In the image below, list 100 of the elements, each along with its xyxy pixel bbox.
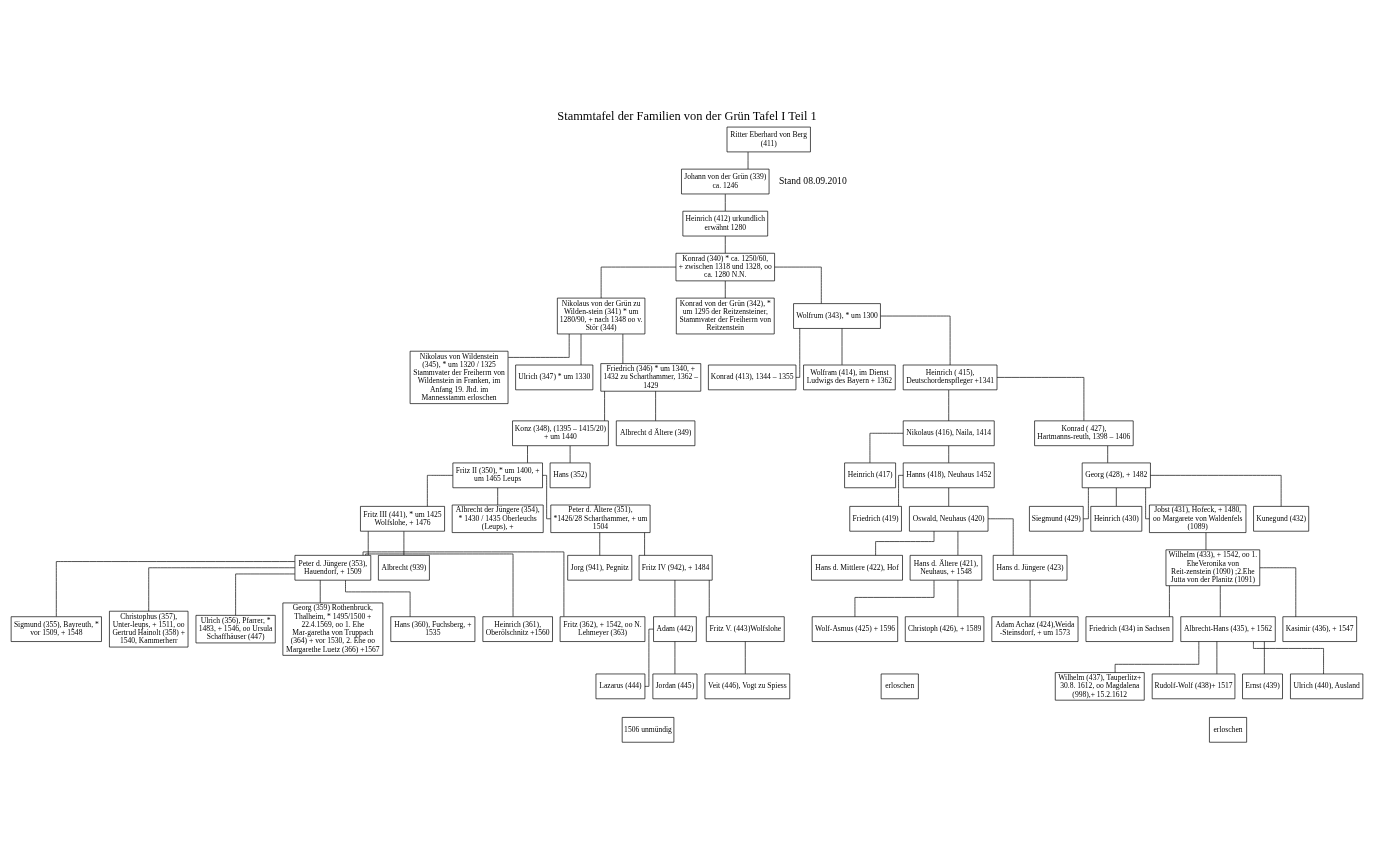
node-box: Wilhelm (437), Tauperlitz+ 30.8. 1612, oo Magdalena (998),+ 15.2.1612 bbox=[1054, 672, 1145, 701]
node-box: Fritz III (441), * um 1425 Wolfslohe, + 1476 bbox=[360, 506, 445, 532]
connector bbox=[1114, 641, 1200, 673]
node-box: Adam Achaz (424),Weida -Steinsdorf, + um 1573 bbox=[991, 616, 1079, 642]
connector bbox=[319, 579, 321, 604]
connector bbox=[708, 579, 710, 617]
node-box: 1506 unmündig bbox=[621, 717, 675, 743]
node-box: Oswald, Neuhaus (420) bbox=[909, 506, 989, 532]
node-box: Konz (348), (1395 – 1415/20) + um 1440 bbox=[512, 420, 609, 447]
node-box: Christophus (357), Unter-leups, + 1511, oo Gertrud Hainolt (358) + 1540, Kammerherr bbox=[109, 610, 189, 648]
connector bbox=[674, 641, 676, 675]
node-box: Lazarus (444) bbox=[595, 673, 646, 700]
node-box: Heinrich (412) urkundlich erwähnt 1280 bbox=[682, 210, 769, 237]
node-box: Georg (359) Rothenbruck, Thalheim, * 1495/1500 + 22.4.1569, oo 1. Ehe Mar-garetha von Truppach (364) + vor 1530, 2. Ehe oo Margarethe Luetz (366) +1567 bbox=[282, 602, 384, 656]
node-box: erloschen bbox=[880, 673, 919, 700]
node-box: Nikolaus von der Grün zu Wilden-stein (341) * um 1280/90, + nach 1348 oo v. Stör (344) bbox=[557, 297, 646, 335]
node-box: Friedrich (346) * um 1340, + 1432 zu Scharthammer, 1362 – 1429 bbox=[600, 363, 702, 392]
node-box: Jorg (941), Pegnitz bbox=[567, 555, 633, 581]
node-box: Kasimir (436), + 1547 bbox=[1282, 616, 1357, 642]
node-box: Heinrich (361), Oberölschnitz +1560 bbox=[482, 616, 553, 642]
connector bbox=[1150, 475, 1282, 507]
node-box: Hans d. Ältere (421), Neuhaus, + 1548 bbox=[909, 555, 983, 581]
connector bbox=[1253, 641, 1324, 675]
connector bbox=[644, 628, 654, 687]
connector bbox=[427, 475, 454, 507]
node-box: Rudolf-Wolf (438)+ 1517 bbox=[1151, 673, 1236, 700]
connector bbox=[898, 475, 904, 507]
connector bbox=[622, 333, 624, 364]
connector bbox=[1216, 641, 1218, 675]
connector bbox=[1219, 585, 1221, 617]
node-box: Albrecht (939) bbox=[378, 555, 430, 581]
node-box: Heinrich (430) bbox=[1090, 506, 1143, 532]
connector bbox=[1083, 487, 1089, 520]
node-box: Ulrich (347) * um 1330 bbox=[515, 364, 594, 391]
node-box: Georg (428), + 1482 bbox=[1081, 462, 1151, 489]
node-box: Fritz V. (443)Wolfslohe bbox=[705, 616, 785, 642]
node-box: Fritz (362), + 1542, oo N. Lehmeyer (363) bbox=[559, 616, 646, 642]
connector bbox=[542, 475, 552, 520]
connector bbox=[880, 315, 951, 366]
node-box: Ulrich (356), Pfarrer, * 1483, + 1546, oo Ursula Schaffhäuser (447) bbox=[195, 615, 276, 644]
label: Stand 08.09.2010 bbox=[778, 175, 847, 187]
node-box: Johann von der Grün (339) ca. 1246 bbox=[681, 168, 770, 195]
node-box: Fritz IV (942), + 1484 bbox=[638, 555, 713, 581]
node-box: Fritz II (350), * um 1400, + um 1465 Leups bbox=[452, 462, 543, 489]
node-box: Heinrich (417) bbox=[844, 462, 896, 489]
node-box: Konrad von der Grün (342), * um 1295 der Reitzensteiner, Stammvater der Freiherrn von Reitzenstein bbox=[675, 297, 775, 335]
diagram-title: Stammtafel der Familien von der Grün Tafel I Teil 1 bbox=[557, 109, 817, 124]
node-box: Konrad (340) * ca. 1250/60, + zwischen 1318 und 1328, oo ca. 1280 N.N. bbox=[675, 252, 775, 282]
connector bbox=[599, 532, 601, 556]
connector bbox=[996, 377, 1085, 421]
node-box: Wolfram (414), im Dienst Ludwigs des Bayern + 1362 bbox=[803, 364, 896, 391]
connector bbox=[497, 487, 499, 506]
connector bbox=[365, 553, 514, 617]
node-box: Wilhelm (433), + 1542, oo 1. EheVeronika von Reit-zenstein (1090) ;2.Ehe Jutta von der Planitz (1091) bbox=[1165, 549, 1261, 587]
node-box: Wolf-Asmus (425) + 1596 bbox=[811, 616, 899, 642]
node-box: Veit (446), Vogt zu Spiess bbox=[704, 673, 791, 700]
node-box: Kunegund (432) bbox=[1253, 506, 1310, 532]
connector bbox=[1259, 567, 1297, 618]
node-box: Ritter Eberhard von Berg (411) bbox=[726, 126, 811, 153]
node-box: erloschen bbox=[1209, 717, 1247, 743]
node-box: Jobst (431), Hofeck, + 1480, oo Margarete von Waldenfels (1089) bbox=[1149, 504, 1247, 533]
node-box: Peter d. Jüngere (353), Hauendorf, + 1509 bbox=[294, 555, 372, 581]
node-box: Adam (442) bbox=[653, 616, 697, 642]
connector bbox=[841, 328, 843, 366]
node-box: Siegmund (429) bbox=[1029, 506, 1084, 532]
node-box: Ernst (439) bbox=[1242, 673, 1283, 700]
node-box: Friedrich (419) bbox=[849, 506, 902, 532]
node-box: Sigmund (355), Bayreuth, * vor 1509, + 1548 bbox=[10, 616, 102, 642]
connector bbox=[987, 518, 1014, 556]
node-box: Hans d. Jüngere (423) bbox=[992, 555, 1068, 581]
connector bbox=[655, 390, 656, 422]
node-box: Albrecht d Ältere (349) bbox=[615, 420, 696, 447]
node-box: Jordan (445) bbox=[652, 673, 698, 700]
node-box: Albrecht-Hans (435), + 1562 bbox=[1180, 616, 1276, 642]
connector bbox=[744, 641, 746, 675]
connector bbox=[1169, 585, 1170, 617]
node-box: Konrad (413), 1344 – 1355 bbox=[708, 364, 797, 391]
node-box: Konrad ( 427), Hartmanns-reuth, 1398 – 1406 bbox=[1034, 420, 1134, 447]
connector bbox=[1145, 487, 1150, 520]
connector bbox=[774, 266, 822, 304]
connector bbox=[55, 561, 296, 617]
node-box: Friedrich (434) in Sachsen bbox=[1085, 616, 1174, 642]
connector bbox=[948, 389, 950, 422]
node-box: Christoph (426), + 1589 bbox=[904, 616, 985, 642]
connector bbox=[235, 573, 296, 616]
connector bbox=[345, 580, 411, 617]
node-box: Nikolaus von Wildenstein (345), * um 1320 / 1325 Stammvater der Freiherrn von Wildenstein in Franken, im Anfang 19. Jhd. im Mannesstamm erloschen bbox=[409, 350, 509, 404]
node-box: Hans d. Mittlere (422), Hof bbox=[811, 555, 903, 581]
node-box: Albrecht der Jüngere (354), * 1430 / 1435 Oberleuchs (Leups), + bbox=[451, 504, 544, 533]
node-box: Hanns (418), Neuhaus 1452 bbox=[902, 462, 995, 489]
connector bbox=[724, 280, 726, 299]
connector bbox=[362, 551, 565, 617]
connector bbox=[1205, 532, 1207, 551]
node-box: Hans (352) bbox=[549, 462, 591, 489]
connector bbox=[795, 328, 801, 378]
node-box: Nikolaus (416), Naila, 1414 bbox=[902, 420, 995, 447]
node-box: Ulrich (440), Ausland bbox=[1290, 673, 1364, 700]
node-box: Wolfrum (343), * um 1300 bbox=[793, 303, 881, 329]
node-box: Heinrich ( 415), Deutschordenspfleger +1341 bbox=[902, 364, 998, 391]
node-box: Peter d. Ältere (351), *1426/28 Scharthammer, + um 1504 bbox=[550, 504, 651, 533]
